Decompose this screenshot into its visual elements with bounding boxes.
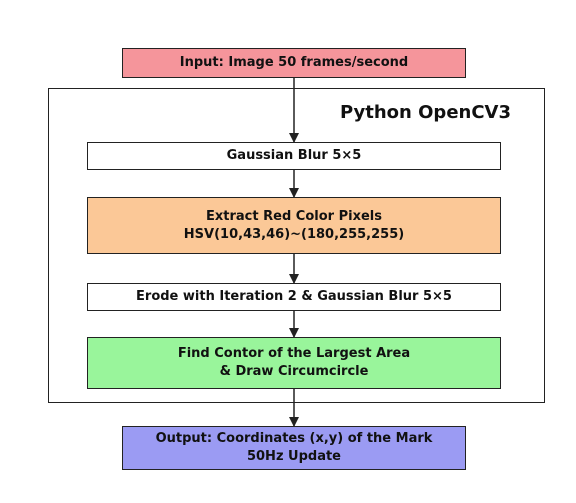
draw-circumcircle-label: & Draw Circumcircle: [219, 364, 369, 379]
extract-red-label: Extract Red Color Pixels: [206, 208, 382, 224]
container-title: Python OpenCV3: [340, 102, 511, 123]
update-rate-label: 50Hz Update: [246, 449, 342, 464]
output-label: Output: Coordinates (x,y) of the Mark: [155, 431, 433, 446]
find-contour-box: Find Contor of the Largest Area & Draw C…: [87, 337, 501, 389]
input-box: Input: Image 50 frames/second: [122, 48, 466, 78]
hsv-range-label: HSV(10,43,46)~(180,255,255): [183, 226, 405, 242]
erode-blur-box: Erode with Iteration 2 & Gaussian Blur 5…: [87, 283, 501, 311]
output-box: Output: Coordinates (x,y) of the Mark 50…: [122, 426, 466, 470]
extract-red-pixels-box: Extract Red Color Pixels HSV(10,43,46)~(…: [87, 197, 501, 254]
input-label: Input: Image 50 frames/second: [179, 55, 409, 70]
find-contour-label: Find Contor of the Largest Area: [177, 346, 411, 361]
gaussian-blur-box: Gaussian Blur 5×5: [87, 142, 501, 170]
python-opencv3-container: [48, 88, 545, 403]
gaussian-blur-label: Gaussian Blur 5×5: [226, 148, 362, 163]
erode-blur-label: Erode with Iteration 2 & Gaussian Blur 5…: [136, 289, 452, 304]
